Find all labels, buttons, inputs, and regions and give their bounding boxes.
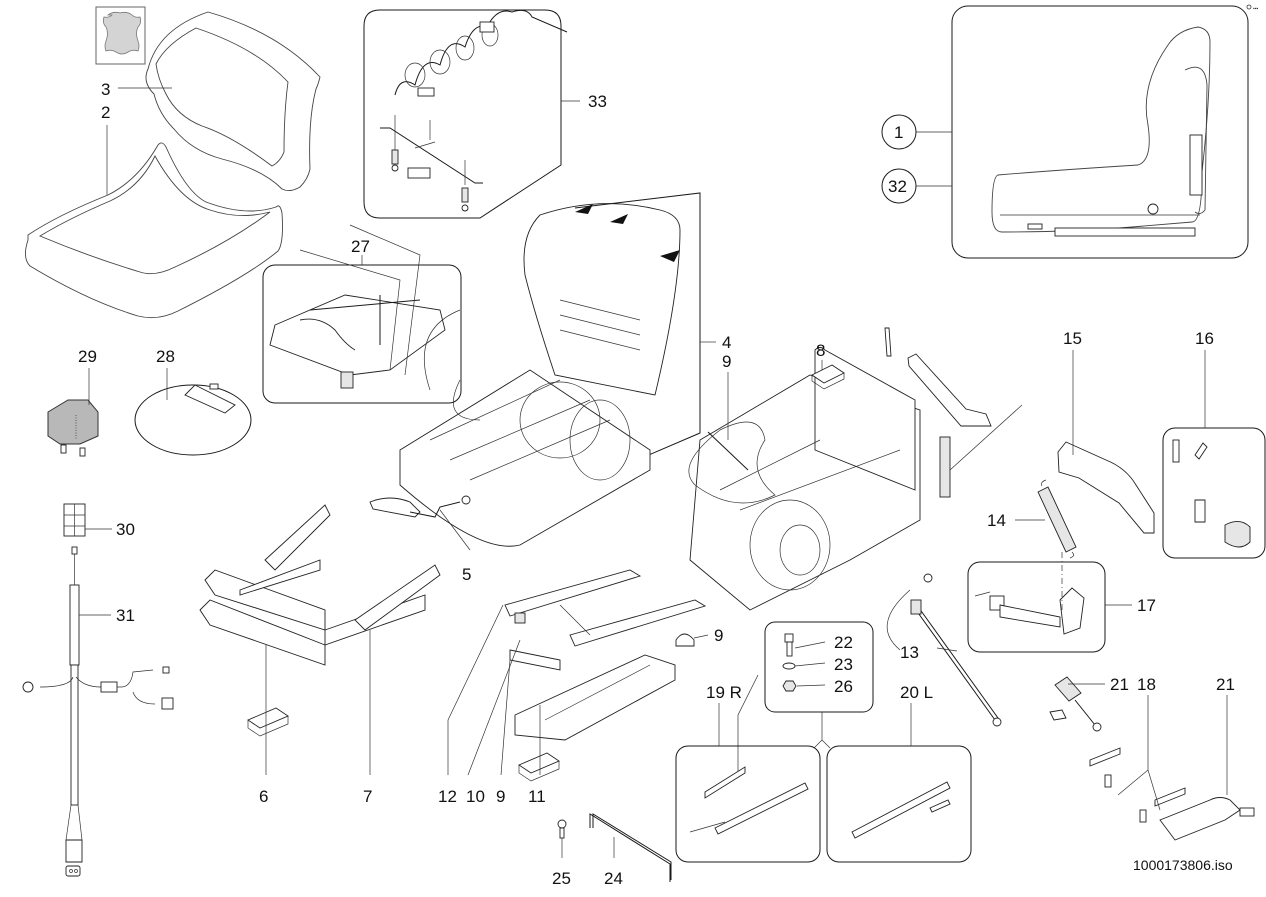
base-frame-part (688, 347, 921, 611)
skid-plate-part-11 (514, 654, 676, 741)
part-label-15: 15 (1063, 329, 1082, 348)
part-label-5: 5 (462, 565, 471, 584)
corner-mark-icon: ▪▪▪ (1246, 4, 1259, 12)
bracket-part (884, 327, 992, 498)
mounting-bracket-part-18 (1089, 747, 1186, 823)
slide-rail-left-box (826, 745, 972, 863)
hardware-box-6 (247, 707, 289, 737)
relay-part-29 (47, 399, 99, 457)
slide-rail-right-box (675, 745, 821, 863)
slide-part-9 (509, 649, 561, 671)
part-label-19: 19 R (706, 683, 742, 702)
leader-26 (796, 684, 826, 687)
cable-part-28 (134, 383, 252, 456)
leather-icon (95, 6, 146, 65)
part-label-32: 32 (888, 177, 907, 196)
part-label-9-lower: 9 (496, 787, 505, 806)
fastener-kit-box (764, 621, 874, 713)
leader-5 (439, 509, 471, 551)
leader-18 (1117, 695, 1161, 811)
drawing-file-name: 1000173806.iso (1133, 857, 1233, 873)
rod-part-24 (589, 813, 672, 882)
wiring-harness-part-31 (22, 546, 174, 877)
wiring-kit-box-33 (363, 9, 568, 219)
part-label-25: 25 (552, 869, 571, 888)
part-label-21a: 21 (1110, 675, 1129, 694)
complete-seat-box (951, 5, 1249, 259)
part-label-7: 7 (363, 787, 372, 806)
backrest-cover-part-3 (145, 11, 321, 192)
adjuster-kit-box-17 (967, 561, 1106, 653)
part-label-17: 17 (1137, 596, 1156, 615)
bolt-part-25 (557, 819, 567, 839)
part-label-31: 31 (116, 606, 135, 625)
part-label-23: 23 (834, 655, 853, 674)
part-label-14: 14 (987, 511, 1006, 530)
leader-9-lower (500, 659, 511, 776)
part-label-8: 8 (816, 341, 825, 360)
fuse-holder-part-30 (63, 503, 86, 537)
bumper-part-9 (675, 633, 695, 647)
gas-spring-part-13 (910, 573, 1002, 727)
part-label-6: 6 (259, 787, 268, 806)
lever-part-5 (369, 495, 471, 518)
part-label-4: 4 (722, 333, 731, 352)
leader-22 (794, 641, 826, 649)
arm-part-15 (1057, 441, 1155, 534)
suspension-plate-box-27 (262, 224, 462, 404)
seatbelt-strap-part-21 (1159, 797, 1255, 841)
scissor-frame-part (199, 504, 441, 666)
part-label-24: 24 (604, 869, 623, 888)
part-label-26: 26 (834, 677, 853, 696)
rail-assembly (504, 569, 707, 647)
part-label-12: 12 (438, 787, 457, 806)
part-label-1: 1 (894, 123, 903, 142)
part-label-28: 28 (156, 347, 175, 366)
group-connector (813, 712, 831, 749)
part-label-13: 13 (900, 643, 919, 662)
part-label-11: 11 (528, 787, 546, 806)
seat-cushion-cover-part-2 (25, 142, 283, 319)
leader-8b (949, 404, 1023, 471)
part-label-22: 22 (834, 633, 853, 652)
callout-circle-1 (881, 114, 917, 150)
hardware-box-8 (811, 364, 845, 390)
spring-part-14 (1037, 479, 1077, 559)
seatbelt-buckle-part-21 (1049, 676, 1102, 732)
leader-23 (794, 662, 826, 667)
part-label-21b: 21 (1216, 675, 1235, 694)
part-label-29: 29 (78, 347, 97, 366)
callout-circle-32 (881, 168, 917, 204)
part-label-33: 33 (588, 92, 607, 111)
leader-12 (737, 674, 759, 775)
part-label-10: 10 (466, 787, 485, 806)
part-label-16: 16 (1195, 329, 1214, 348)
leader-9-right (693, 634, 709, 639)
part-label-3: 3 (101, 80, 110, 99)
part-label-18: 18 (1137, 675, 1156, 694)
leader-13 (886, 589, 958, 652)
hardware-box-11 (518, 752, 560, 782)
part-label-2: 2 (101, 103, 110, 122)
leader-10 (467, 639, 521, 776)
part-label-9-right: 9 (714, 626, 723, 645)
lever-kit-box-16 (1162, 427, 1266, 559)
part-label-27: 27 (351, 237, 370, 256)
part-label-20: 20 L (900, 683, 933, 702)
svg-text:▪▪▪: ▪▪▪ (1253, 6, 1259, 12)
part-label-9-upper: 9 (722, 352, 731, 371)
part-label-30: 30 (116, 520, 135, 539)
backrest-frame-part (523, 192, 701, 464)
